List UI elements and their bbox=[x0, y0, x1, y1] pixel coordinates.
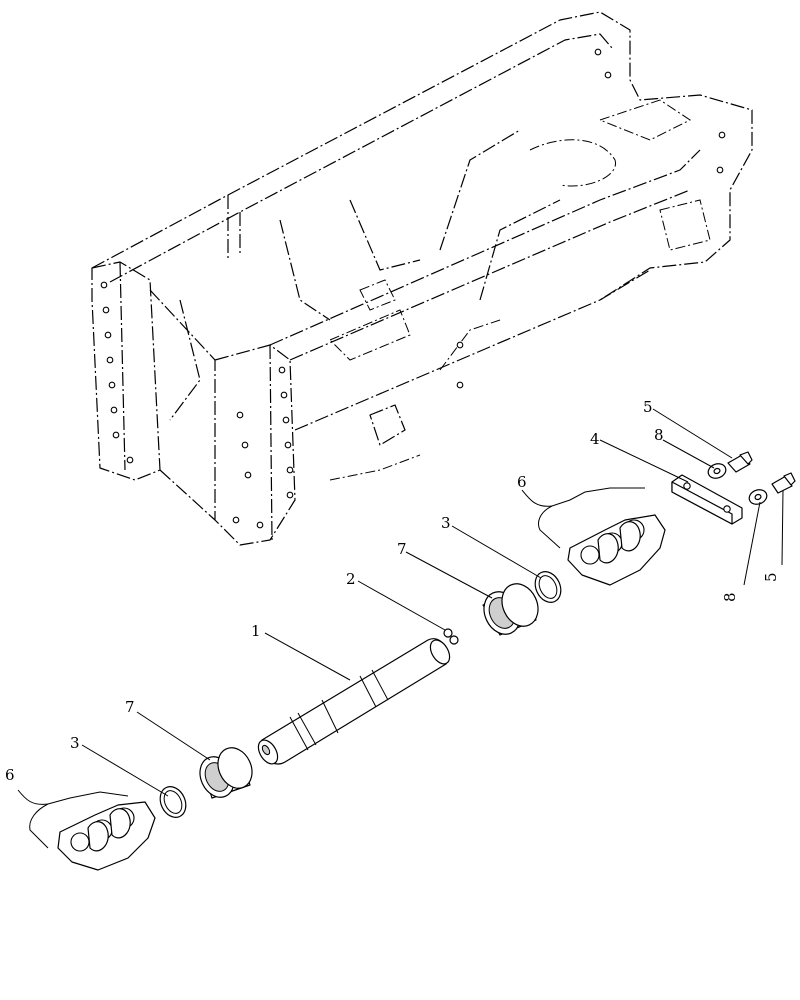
callout-1: 1 bbox=[251, 622, 261, 640]
callout-8-upper: 8 bbox=[654, 426, 664, 444]
callout-5-lower: 5 bbox=[762, 572, 780, 582]
callout-3-rear: 3 bbox=[441, 514, 451, 532]
callout-3-front: 3 bbox=[70, 734, 80, 752]
thrust-washer-set-front bbox=[57, 801, 156, 871]
washer-upper bbox=[707, 463, 727, 479]
bushing-front bbox=[199, 747, 253, 799]
bolt-lower bbox=[771, 472, 796, 494]
bushing-rear bbox=[482, 583, 539, 636]
callout-8-lower: 8 bbox=[721, 592, 739, 602]
axle-frame-phantom bbox=[91, 11, 753, 546]
callout-numbers: 1 2 3 3 4 5 5 6 6 7 7 8 8 bbox=[5, 398, 780, 784]
callout-7-rear: 7 bbox=[397, 540, 407, 558]
grease-fitting bbox=[443, 628, 459, 645]
callout-2: 2 bbox=[346, 570, 356, 588]
leader-lines bbox=[17, 408, 784, 849]
callout-4: 4 bbox=[590, 430, 600, 448]
callout-7-front: 7 bbox=[125, 698, 135, 716]
washer-lower bbox=[748, 489, 768, 505]
callout-5-upper: 5 bbox=[643, 398, 653, 416]
bolt-upper bbox=[727, 451, 753, 473]
lock-plate bbox=[671, 474, 743, 525]
callout-6-rear: 6 bbox=[517, 473, 527, 491]
pivot-shaft bbox=[257, 638, 451, 765]
ring-rear bbox=[534, 571, 562, 603]
callout-6-front: 6 bbox=[5, 766, 15, 784]
ring-front bbox=[159, 786, 187, 818]
thrust-washer-set-rear bbox=[567, 514, 666, 586]
